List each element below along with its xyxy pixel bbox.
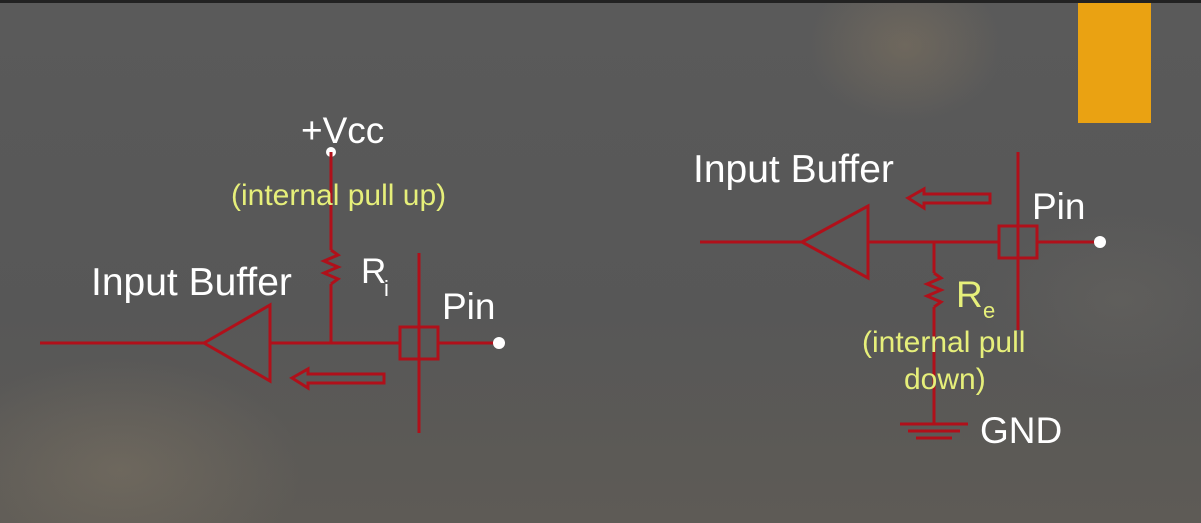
right-pin-terminal — [1094, 236, 1106, 248]
pull-up-resistor-icon — [320, 248, 342, 286]
pin-terminal — [493, 337, 505, 349]
left-pin-label: Pin — [442, 286, 495, 327]
resistor-ri-label: R — [361, 252, 386, 291]
resistor-re-subscript: e — [983, 298, 995, 323]
pull-up-note: (internal pull up) — [231, 179, 446, 212]
pull-down-resistor-icon — [923, 271, 945, 309]
pull-up-circuit: +Vcc (internal pull up) Input Buffer R i… — [40, 110, 505, 433]
vcc-label: +Vcc — [301, 110, 384, 151]
top-border — [0, 0, 1201, 3]
resistor-re-label: R — [956, 274, 983, 315]
right-input-buffer-triangle-icon — [798, 203, 870, 281]
signal-direction-arrow-icon — [289, 366, 386, 391]
right-pin-label: Pin — [1032, 186, 1085, 227]
pull-down-note-line1: (internal pull — [862, 326, 1025, 359]
ground-icon — [900, 422, 968, 440]
left-input-buffer-label: Input Buffer — [91, 261, 292, 304]
accent-block — [1078, 3, 1151, 123]
gnd-label: GND — [980, 410, 1062, 451]
right-input-buffer-label: Input Buffer — [693, 148, 894, 191]
right-signal-direction-arrow-icon — [905, 186, 992, 211]
resistor-ri-subscript: i — [384, 276, 389, 301]
pull-down-circuit: Input Buffer Pin R e (internal pull down… — [693, 148, 1106, 451]
pull-down-note-line2: down) — [904, 363, 986, 396]
input-buffer-triangle-icon — [200, 302, 272, 384]
